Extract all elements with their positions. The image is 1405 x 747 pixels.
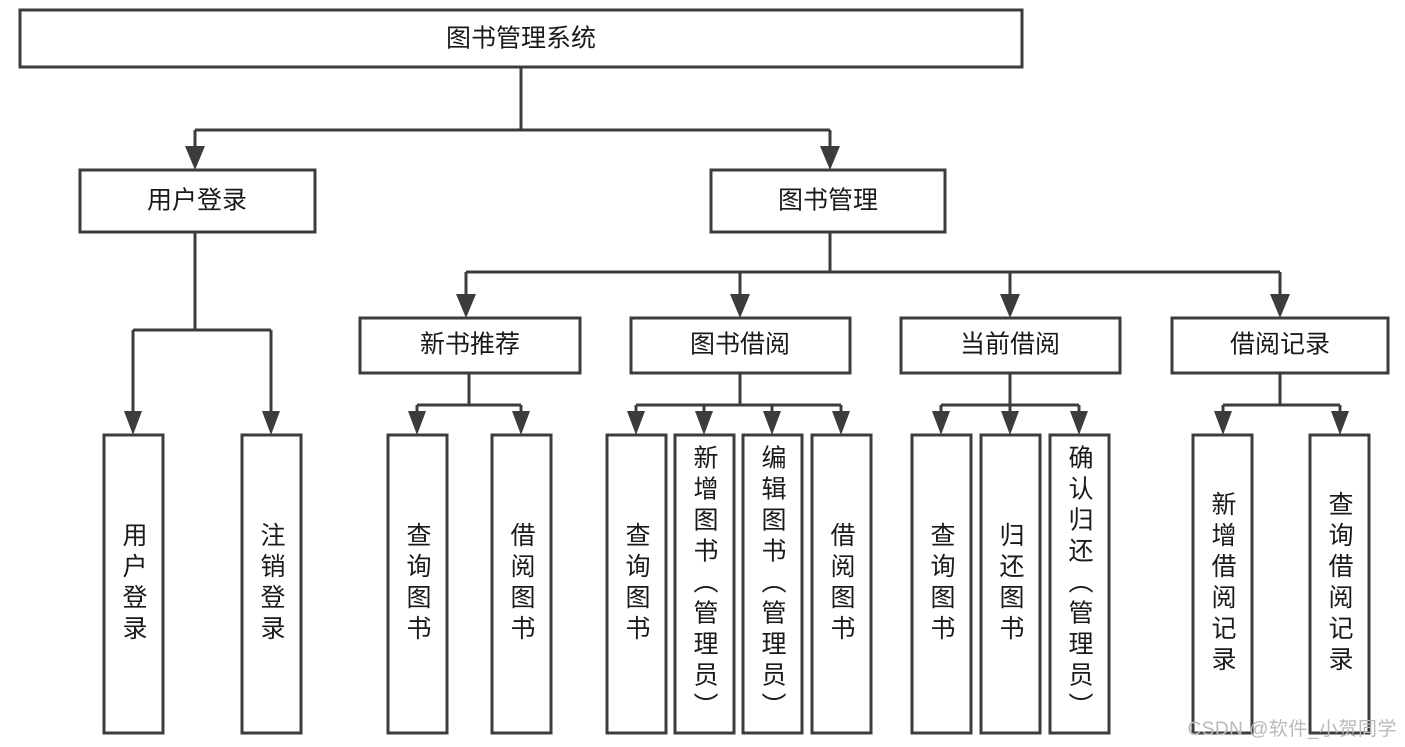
node-new-book-recommend-label: 新书推荐: [420, 331, 520, 359]
node-leaf-add-record-label: 新增借阅记录: [1208, 491, 1237, 677]
arrow-head-user-login: [185, 146, 205, 170]
node-leaf-query-book-3-box[interactable]: [910, 433, 973, 735]
node-borrow-record-label: 借阅记录: [1230, 331, 1330, 359]
node-book-borrow[interactable]: 图书借阅: [629, 316, 852, 375]
arrow-head-leaf-borrow-book-1: [512, 411, 530, 435]
node-leaf-edit-book[interactable]: 编辑图书（管理员）: [741, 433, 804, 735]
node-user-login-label: 用户登录: [147, 187, 247, 215]
node-leaf-user-login-label: 用户登录: [119, 522, 148, 646]
node-leaf-edit-book-label: 编辑图书（管理员）: [758, 445, 787, 724]
node-leaf-user-logout-label: 注销登录: [257, 522, 286, 646]
node-new-book-recommend[interactable]: 新书推荐: [358, 316, 582, 375]
node-leaf-borrow-book-1-label: 借阅图书: [507, 522, 536, 646]
node-leaf-borrow-book-2-box[interactable]: [810, 433, 873, 735]
node-current-borrow[interactable]: 当前借阅: [899, 316, 1122, 375]
node-book-manage[interactable]: 图书管理: [709, 168, 947, 234]
arrow-head-current-borrow: [1000, 294, 1020, 318]
node-leaf-add-book-label: 新增图书（管理员）: [690, 445, 719, 724]
node-book-manage-box[interactable]: [709, 168, 947, 234]
arrow-head-leaf-query-book-1: [408, 411, 426, 435]
arrow-head-leaf-edit-book: [763, 411, 781, 435]
node-book-borrow-box[interactable]: [629, 316, 852, 375]
node-leaf-query-record-box[interactable]: [1308, 433, 1371, 735]
node-book-borrow-label: 图书借阅: [690, 331, 790, 359]
arrow-head-leaf-add-record: [1214, 411, 1232, 435]
node-leaf-add-book[interactable]: 新增图书（管理员）: [673, 433, 736, 735]
node-leaf-confirm-return-box[interactable]: [1048, 433, 1111, 735]
node-user-login-box[interactable]: [78, 168, 317, 234]
node-leaf-query-book-3-label: 查询图书: [927, 522, 956, 646]
node-current-borrow-label: 当前借阅: [960, 331, 1060, 359]
node-leaf-query-book-2[interactable]: 查询图书: [605, 433, 668, 735]
arrow-head-leaf-query-record: [1331, 411, 1349, 435]
arrow-head-borrow-record: [1270, 294, 1290, 318]
node-root-label: 图书管理系统: [446, 25, 596, 53]
node-leaf-query-book-2-box[interactable]: [605, 433, 668, 735]
node-leaf-query-book-2-label: 查询图书: [622, 522, 651, 646]
node-leaf-add-record-box[interactable]: [1191, 433, 1254, 735]
node-leaf-query-record[interactable]: 查询借阅记录: [1308, 433, 1371, 735]
node-leaf-confirm-return-label: 确认归还（管理员）: [1065, 445, 1094, 724]
node-root[interactable]: 图书管理系统: [18, 8, 1024, 69]
node-user-login[interactable]: 用户登录: [78, 168, 317, 234]
node-leaf-return-book-box[interactable]: [979, 433, 1042, 735]
arrow-head-leaf-user-logout: [262, 411, 280, 435]
arrow-head-book-borrow: [730, 294, 750, 318]
node-current-borrow-box[interactable]: [899, 316, 1122, 375]
node-leaf-borrow-book-1-box[interactable]: [490, 433, 553, 735]
arrow-head-leaf-borrow-book-2: [832, 411, 850, 435]
node-leaf-user-login-box[interactable]: [102, 433, 165, 735]
arrow-head-leaf-return-book: [1001, 411, 1019, 435]
node-leaf-query-book-1[interactable]: 查询图书: [386, 433, 449, 735]
node-leaf-query-book-3[interactable]: 查询图书: [910, 433, 973, 735]
node-leaf-user-logout[interactable]: 注销登录: [240, 433, 303, 735]
node-leaf-return-book[interactable]: 归还图书: [979, 433, 1042, 735]
arrow-head-new-book-recommend: [456, 294, 476, 318]
node-leaf-borrow-book-1[interactable]: 借阅图书: [490, 433, 553, 735]
node-leaf-query-book-1-label: 查询图书: [403, 522, 432, 646]
arrow-head-leaf-confirm-return: [1070, 411, 1088, 435]
arrow-head-book-manage: [820, 146, 840, 170]
node-leaf-return-book-label: 归还图书: [996, 522, 1025, 646]
node-root-box[interactable]: [18, 8, 1024, 69]
node-leaf-add-book-box[interactable]: [673, 433, 736, 735]
arrow-head-leaf-user-login: [124, 411, 142, 435]
node-leaf-query-book-1-box[interactable]: [386, 433, 449, 735]
arrow-head-leaf-query-book-2: [627, 411, 645, 435]
connectors-group: [124, 67, 1349, 435]
node-book-manage-label: 图书管理: [778, 187, 878, 215]
node-leaf-borrow-book-2[interactable]: 借阅图书: [810, 433, 873, 735]
node-borrow-record[interactable]: 借阅记录: [1170, 316, 1390, 375]
node-new-book-recommend-box[interactable]: [358, 316, 582, 375]
node-leaf-add-record[interactable]: 新增借阅记录: [1191, 433, 1254, 735]
node-leaf-borrow-book-2-label: 借阅图书: [827, 522, 856, 646]
node-leaf-query-record-label: 查询借阅记录: [1325, 491, 1354, 677]
node-leaf-user-login[interactable]: 用户登录: [102, 433, 165, 735]
arrow-head-leaf-query-book-3: [932, 411, 950, 435]
node-leaf-confirm-return[interactable]: 确认归还（管理员）: [1048, 433, 1111, 735]
arrow-head-leaf-add-book: [695, 411, 713, 435]
node-borrow-record-box[interactable]: [1170, 316, 1390, 375]
node-leaf-edit-book-box[interactable]: [741, 433, 804, 735]
node-leaf-user-logout-box[interactable]: [240, 433, 303, 735]
